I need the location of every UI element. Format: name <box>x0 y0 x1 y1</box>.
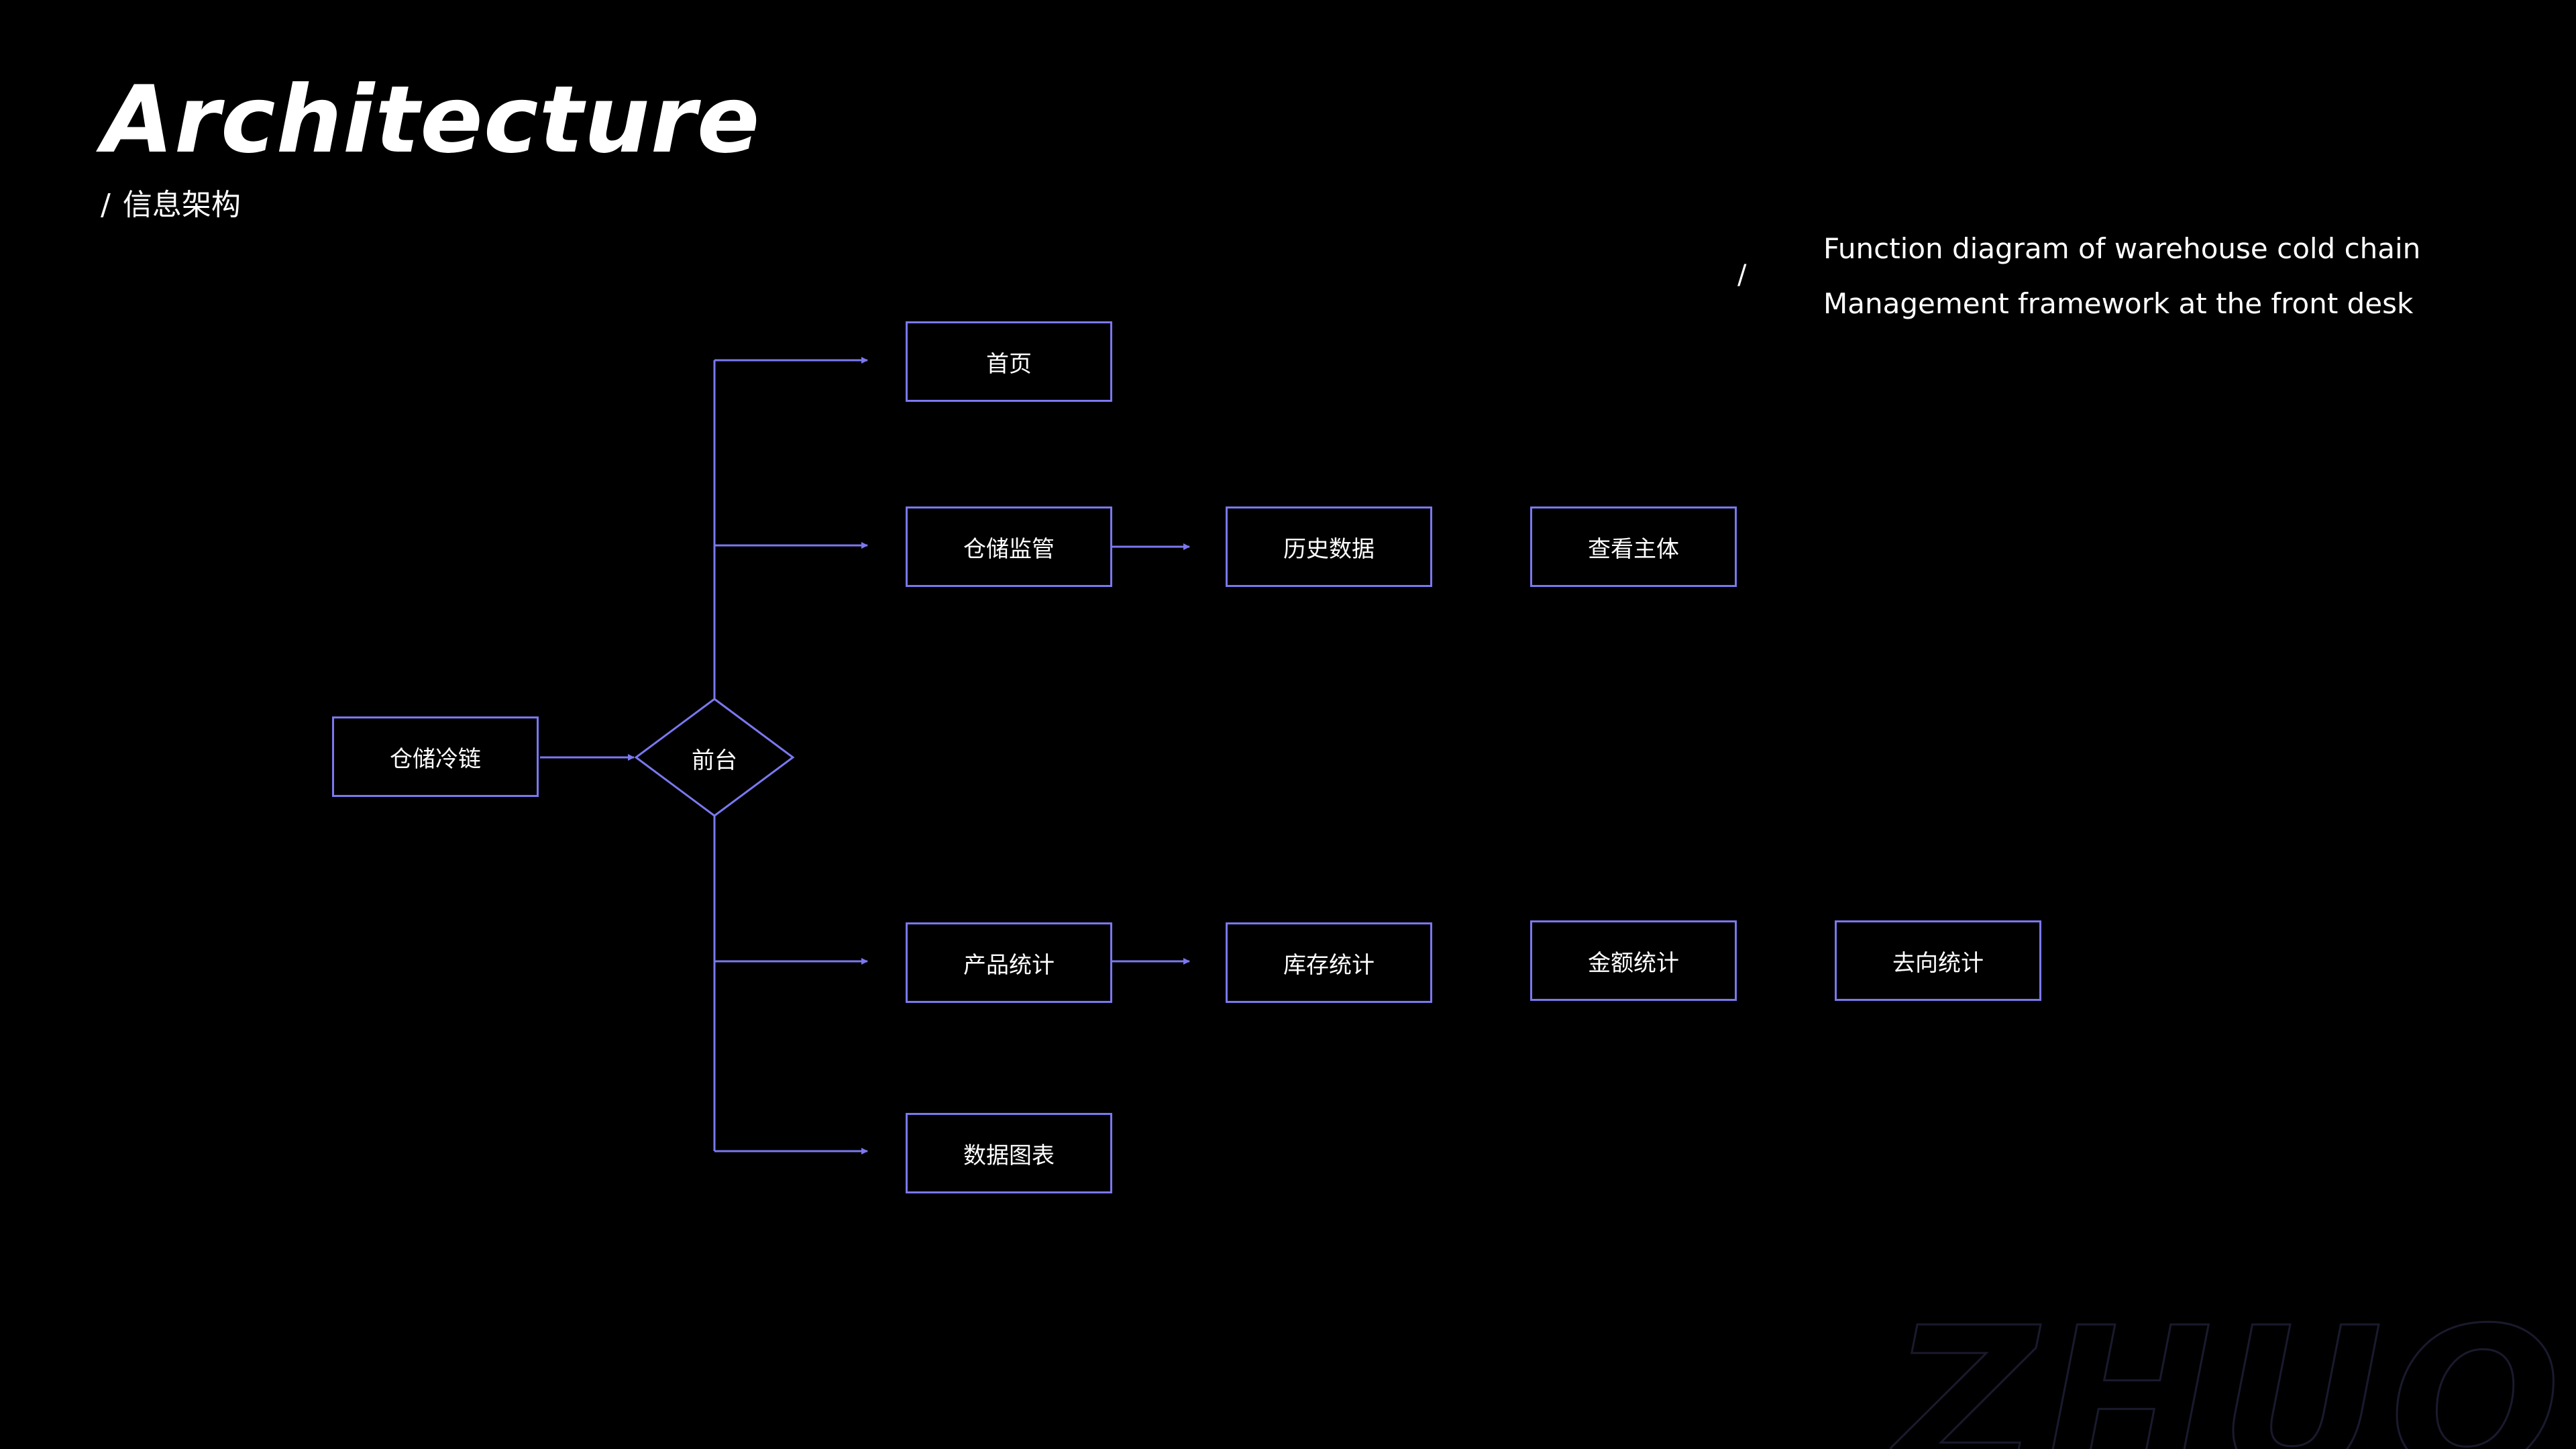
decision-label: 前台 <box>692 747 737 774</box>
side-note-slash: / <box>1737 260 1747 290</box>
node-history-data: 历史数据 <box>1226 506 1432 587</box>
node-root: 仓储冷链 <box>332 716 539 797</box>
node-storage-monitor: 仓储监管 <box>906 506 1112 587</box>
node-data-charts: 数据图表 <box>906 1113 1112 1193</box>
node-inventory-stats: 库存统计 <box>1226 922 1432 1003</box>
side-note-line-1: Function diagram of warehouse cold chain <box>1823 232 2421 265</box>
page-subtitle: / 信息架构 <box>101 191 241 220</box>
node-product-stats: 产品统计 <box>906 922 1112 1003</box>
subtitle-text: 信息架构 <box>122 188 241 222</box>
node-view-subject: 查看主体 <box>1530 506 1737 587</box>
side-note-line-2: Management framework at the front desk <box>1823 287 2414 320</box>
node-amount-stats: 金额统计 <box>1530 920 1737 1001</box>
node-home: 首页 <box>906 321 1112 402</box>
page-title: Architecture <box>102 66 761 174</box>
watermark-text: ZHUO IIP <box>1891 1285 2576 1449</box>
subtitle-slash: / <box>101 188 111 222</box>
node-destination-stats: 去向统计 <box>1835 920 2041 1001</box>
